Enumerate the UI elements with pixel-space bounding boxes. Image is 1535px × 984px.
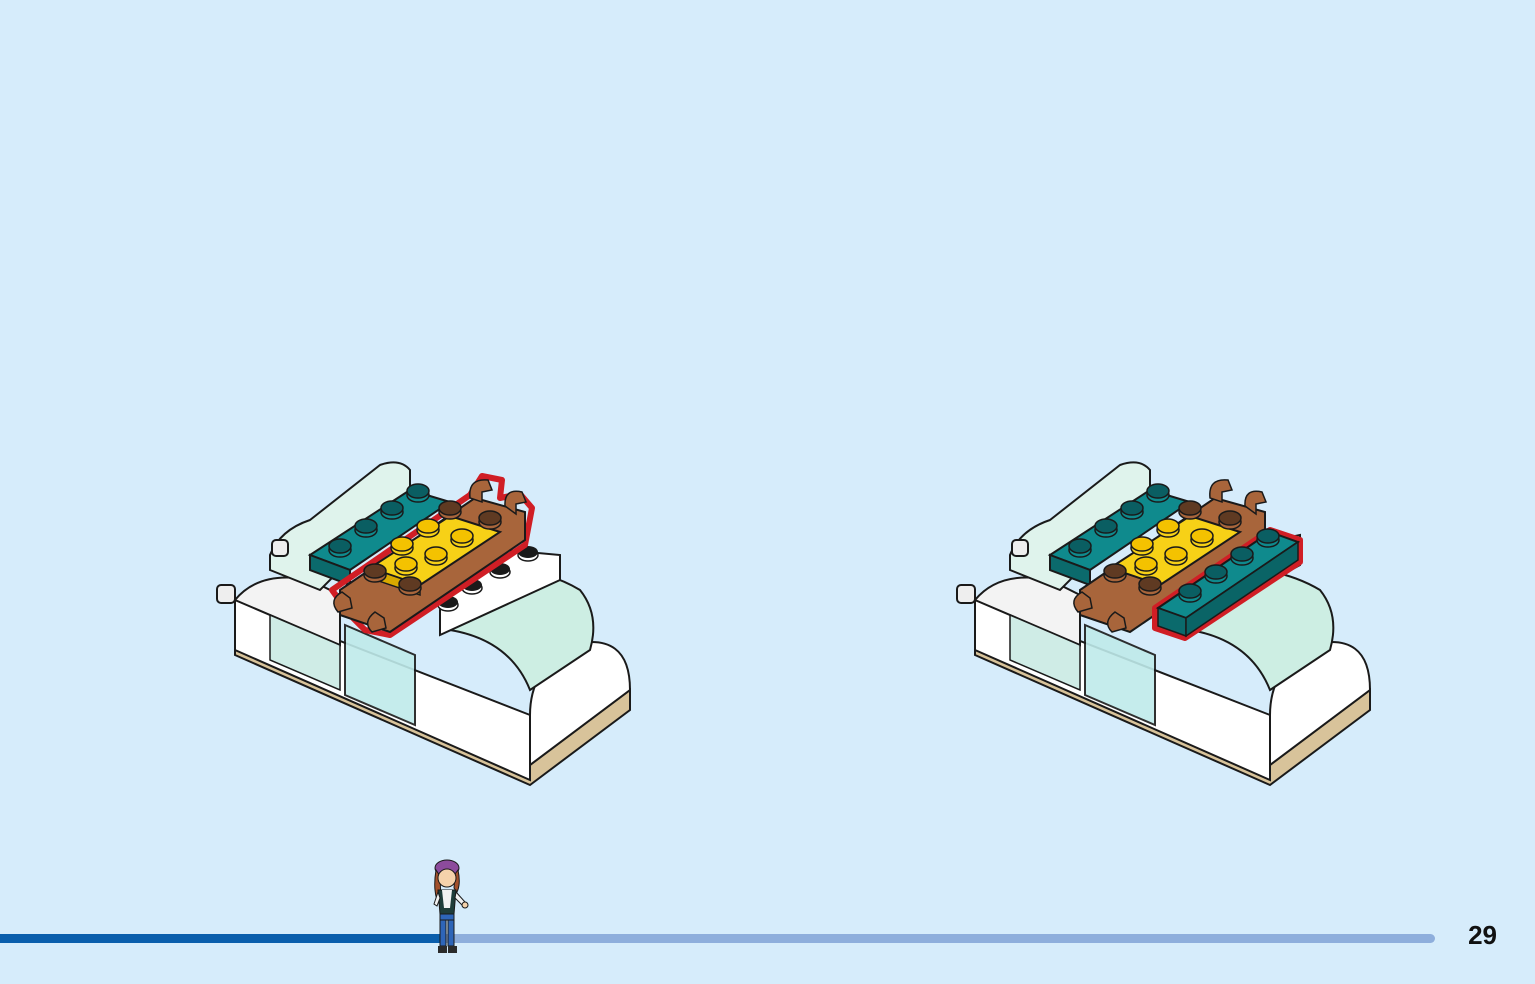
step-illustration-left (216, 461, 631, 786)
progress-bar-fill (0, 934, 445, 943)
minifigure-progress-icon (433, 859, 469, 953)
highlighted-new-teal-plate (1152, 527, 1303, 641)
highlighted-new-parts (329, 473, 535, 638)
brown-yellow-assembly (1073, 479, 1268, 634)
step-illustration-right (956, 461, 1371, 786)
progress-bar (0, 934, 1435, 943)
page-number: 29 (1468, 920, 1497, 950)
